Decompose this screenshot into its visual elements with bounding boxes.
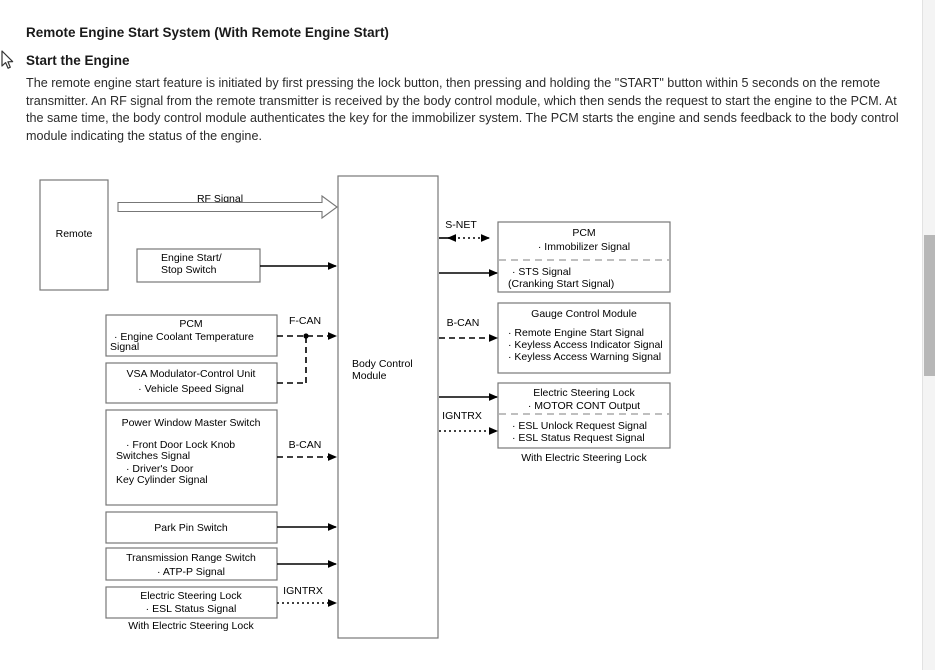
trs-item-0: · ATP-P Signal	[157, 566, 225, 578]
gcm-title: Gauge Control Module	[531, 308, 637, 320]
remote-title: Remote	[56, 228, 93, 240]
pcm-right-title: PCM	[572, 227, 595, 239]
f-can-bus: F-CAN	[277, 315, 337, 384]
scrollbar-thumb[interactable]	[924, 235, 935, 376]
pcm-left-title: PCM	[179, 318, 202, 330]
pcm-left-item-1: Signal	[110, 341, 139, 353]
pcm-left-item-0: · Engine Coolant Temperature	[114, 331, 254, 343]
system-block-diagram: Body Control Module Remote RF Signal Eng…	[0, 165, 922, 655]
section-heading: Start the Engine	[26, 53, 130, 68]
esl-right-title: Electric Steering Lock	[533, 387, 635, 399]
f-can-label: F-CAN	[289, 315, 321, 327]
block-engine-start-stop-switch: Engine Start/ Stop Switch	[136, 248, 337, 283]
esl-left-caption: With Electric Steering Lock	[128, 620, 254, 632]
b-can-right-label: B-CAN	[447, 317, 480, 329]
esl-left-item-0: · ESL Status Signal	[146, 603, 237, 615]
pwms-title: Power Window Master Switch	[122, 417, 261, 429]
engine-start-stop-switch-title-1: Engine Start/	[161, 252, 222, 264]
vsa-title: VSA Modulator-Control Unit	[127, 368, 256, 380]
esl-left-title: Electric Steering Lock	[140, 590, 242, 602]
igntrx-left-label: IGNTRX	[283, 585, 323, 597]
esl-right-caption: With Electric Steering Lock	[521, 452, 647, 464]
pwms-item-3: Key Cylinder Signal	[116, 474, 208, 486]
page-title: Remote Engine Start System (With Remote …	[26, 25, 389, 40]
esl-right-lower-0: · ESL Unlock Request Signal	[512, 420, 647, 432]
vsa-item-0: · Vehicle Speed Signal	[138, 383, 244, 395]
bcm-label-line1: Body Control	[352, 358, 413, 370]
gcm-item-1: · Keyless Access Indicator Signal	[508, 339, 663, 351]
rf-signal-arrow: RF Signal	[117, 193, 338, 220]
bcm-label-line2: Module	[352, 370, 387, 382]
b-can-left-label: B-CAN	[289, 439, 322, 451]
esl-right-lower-1: · ESL Status Request Signal	[512, 432, 645, 444]
body-paragraph: The remote engine start feature is initi…	[26, 76, 899, 143]
pcm-right-lower-1: (Cranking Start Signal)	[508, 278, 614, 290]
gcm-item-2: · Keyless Access Warning Signal	[508, 351, 661, 363]
block-power-window-master-switch: Power Window Master Switch · Front Door …	[105, 409, 337, 506]
engine-start-stop-switch-title-2: Stop Switch	[161, 264, 217, 276]
igntrx-right-label: IGNTRX	[442, 410, 482, 422]
pwms-item-2: · Driver's Door	[126, 463, 194, 475]
block-body-control-module: Body Control Module	[337, 175, 439, 639]
trs-title: Transmission Range Switch	[126, 552, 256, 564]
pcm-right-lower-0: · STS Signal	[512, 266, 571, 278]
block-remote: Remote	[39, 179, 109, 291]
gcm-item-0: · Remote Engine Start Signal	[508, 327, 644, 339]
block-pcm-left: PCM · Engine Coolant Temperature Signal	[105, 314, 278, 357]
park-pin-switch-title: Park Pin Switch	[154, 522, 228, 534]
vertical-scrollbar[interactable]	[922, 0, 935, 670]
block-electric-steering-lock-left: Electric Steering Lock · ESL Status Sign…	[105, 585, 337, 632]
pwms-item-1: Switches Signal	[116, 450, 190, 462]
block-park-pin-switch: Park Pin Switch	[105, 511, 337, 544]
s-net-label: S-NET	[445, 219, 477, 231]
block-vsa-modulator-control-unit: VSA Modulator-Control Unit · Vehicle Spe…	[105, 362, 278, 404]
esl-right-upper-0: · MOTOR CONT Output	[528, 400, 640, 412]
block-pcm-right: PCM · Immobilizer Signal · STS Signal (C…	[497, 221, 671, 293]
block-gauge-control-module: Gauge Control Module · Remote Engine Sta…	[439, 302, 671, 374]
block-electric-steering-lock-right: Electric Steering Lock · MOTOR CONT Outp…	[439, 382, 671, 464]
pcm-right-upper-0: · Immobilizer Signal	[538, 241, 630, 253]
pwms-item-0: · Front Door Lock Knob	[126, 439, 235, 451]
block-transmission-range-switch: Transmission Range Switch · ATP-P Signal	[105, 547, 337, 581]
s-net-link: S-NET	[439, 219, 490, 242]
